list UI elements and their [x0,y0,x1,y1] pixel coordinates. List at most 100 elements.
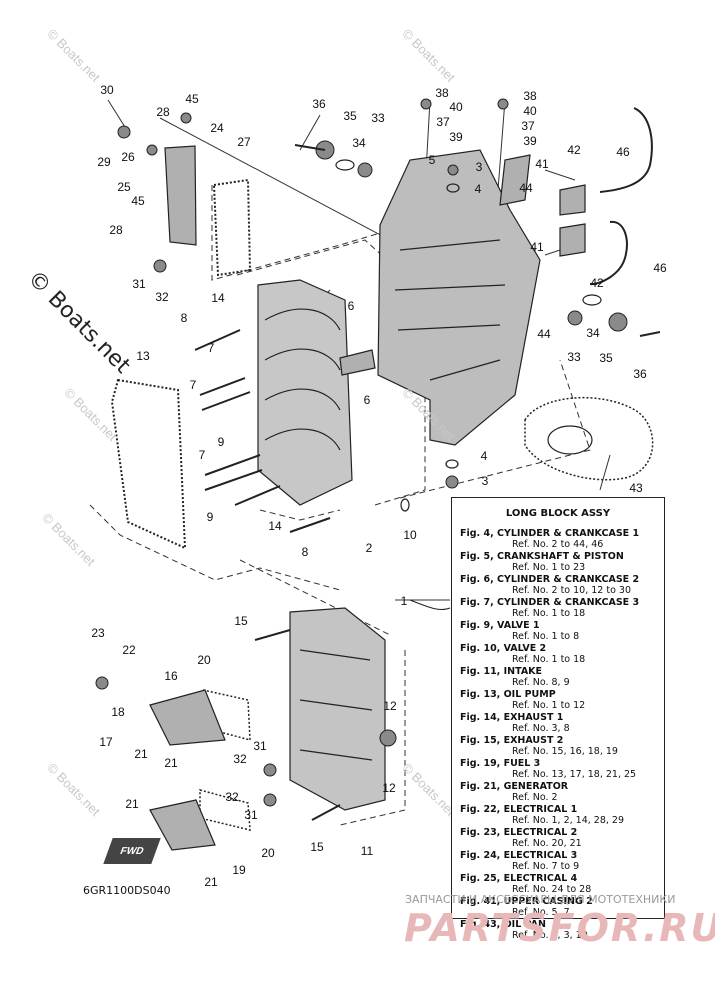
callout-31c: 31 [244,808,258,822]
callout-40b: 40 [523,104,537,118]
callout-42b: 42 [590,276,604,290]
legend-ref: Ref. No. 1 to 18 [512,654,586,665]
callout-10: 10 [403,528,417,542]
callout-7: 7 [207,341,215,355]
callout-39b: 39 [523,134,537,148]
legend-fig: Fig. 19, FUEL 3 [460,757,541,769]
callout-4b: 4 [480,449,488,463]
callout-44: 44 [519,181,533,195]
legend-ref: Ref. No. 13, 17, 18, 21, 25 [512,769,637,780]
legend-ref: Ref. No. 3, 8 [512,723,570,734]
callout-20: 20 [197,653,211,667]
callout-5: 5 [428,153,436,167]
legend-ref: Ref. No. 1 to 8 [512,631,580,642]
callout-6: 6 [347,299,355,313]
legend-ref: Ref. No. 7 to 9 [512,861,580,872]
callout-41: 41 [535,157,549,171]
callout-42: 42 [567,143,581,157]
legend-fig: Fig. 5, CRANKSHAFT & PISTON [460,550,624,562]
legend-ref: Ref. No. 1 to 12 [512,700,586,711]
callout-31b: 31 [253,739,267,753]
callout-8: 8 [180,311,188,325]
callout-46b: 46 [653,261,667,275]
callout-38: 38 [435,86,449,100]
callout-35b: 35 [599,351,613,365]
callout-3: 3 [475,160,483,174]
callout-21d: 21 [204,875,218,889]
legend-title: LONG BLOCK ASSY [505,508,611,519]
legend-fig: Fig. 41, UPPER CASING 2 [460,895,593,907]
callout-6b: 6 [363,393,371,407]
callout-46: 46 [616,145,630,159]
legend-ref: Ref. No. 2 to 44, 46 [512,539,604,550]
callout-21b: 21 [164,756,178,770]
callout-7b: 7 [189,378,197,392]
callout-15b: 15 [310,840,324,854]
callout-2: 2 [365,541,373,555]
legend-ref: Ref. No. 8, 9 [512,677,570,688]
legend-ref: Ref. No. 1 to 18 [512,608,586,619]
legend-ref: Ref. No. 2 to 10, 12 to 30 [512,585,632,596]
legend-fig: Fig. 9, VALVE 1 [460,619,540,631]
legend-ref: Ref. No. 20, 21 [512,838,582,849]
callout-32b: 32 [233,752,247,766]
callout-14: 14 [211,291,225,305]
legend-fig: Fig. 6, CYLINDER & CRANKCASE 2 [460,573,640,585]
legend-fig: Fig. 21, GENERATOR [460,780,569,792]
legend-fig: Fig. 22, ELECTRICAL 1 [460,803,578,815]
callout-19: 19 [232,863,246,877]
legend-ref: Ref. No. 15, 16, 18, 19 [512,746,618,757]
callout-45: 45 [185,92,199,106]
callout-34b: 34 [586,326,600,340]
callout-23: 23 [91,626,105,640]
callout-33: 33 [371,111,385,125]
legend-fig: Fig. 14, EXHAUST 1 [460,711,564,723]
legend-fig: Fig. 25, ELECTRICAL 4 [460,872,578,884]
callout-24: 24 [210,121,224,135]
legend-ref: Ref. No. 1, 3, 10 [512,930,588,941]
callout-44b: 44 [537,327,551,341]
legend-ref: Ref. No. 1 to 23 [512,562,586,573]
drawing-code: 6GR1100DS040 [83,884,171,897]
callout-32c: 32 [225,790,239,804]
legend-fig: Fig. 43, OIL PAN [460,918,546,930]
callout-36b: 36 [633,367,647,381]
callout-14b: 14 [268,519,282,533]
legend-ref: Ref. No. 24 to 28 [512,884,592,895]
footer-tagline: ЗАПЧАСТИ И АКСЕССУАРЫ ДЛЯ МОТОТЕХНИКИ [405,893,676,906]
callout-43: 43 [629,481,643,495]
callout-28b: 28 [109,223,123,237]
legend-fig: Fig. 13, OIL PUMP [460,688,556,700]
legend-fig: Fig. 24, ELECTRICAL 3 [460,849,578,861]
legend-fig: Fig. 23, ELECTRICAL 2 [460,826,578,838]
callout-21c: 21 [125,797,139,811]
callout-7c: 7 [198,448,206,462]
callout-9: 9 [217,435,225,449]
callout-12: 12 [383,699,397,713]
footer-brand-logo: PARTSFOR.RU [404,906,715,950]
legend-fig: Fig. 10, VALVE 2 [460,642,547,654]
legend-ref: Ref. No. 1, 2, 14, 28, 29 [512,815,625,826]
callout-36: 36 [312,97,326,111]
legend-box: LONG BLOCK ASSY Fig. 4, CYLINDER & CRANK… [451,497,665,941]
callout-32: 32 [155,290,169,304]
fwd-label: FWD [118,845,146,857]
callout-30: 30 [100,83,114,97]
callout-31: 31 [132,277,146,291]
